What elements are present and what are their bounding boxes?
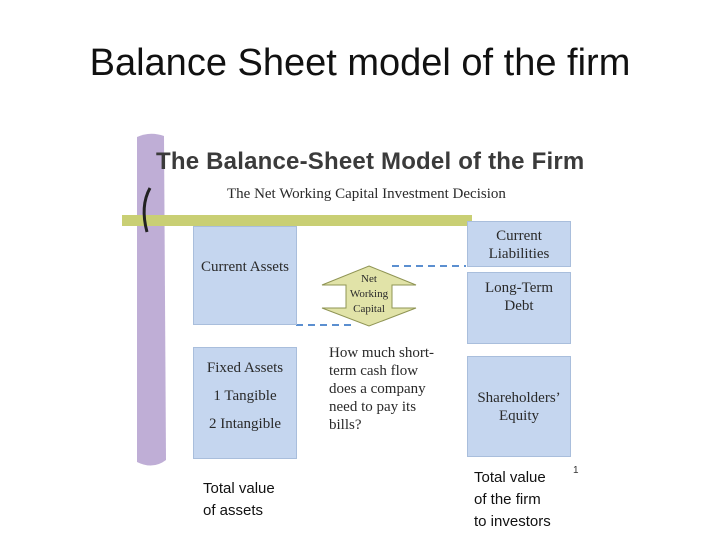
current-liabilities-box: Current Liabilities — [467, 221, 571, 267]
current-liabilities-line-2: Liabilities — [488, 246, 550, 262]
lavender-vertical-bar — [137, 133, 166, 466]
total-firm-line-3: to investors — [474, 513, 551, 530]
diagram-subtitle: The Net Working Capital Investment Decis… — [227, 186, 506, 202]
shareholders-equity-box: Shareholders’ Equity — [467, 356, 571, 457]
question-line-5: bills? — [329, 417, 362, 433]
cash-flow-question: How much short- term cash flow does a co… — [329, 344, 434, 434]
slide-title: Balance Sheet model of the firm — [89, 42, 631, 84]
total-assets-caption: Total value of assets — [203, 478, 275, 522]
bracket-mark — [142, 187, 152, 233]
arrow-label-line-3: Capital — [353, 303, 385, 315]
question-line-2: term cash flow — [329, 363, 419, 379]
long-term-debt-line-2: Debt — [504, 298, 534, 314]
diagram-title: The Balance-Sheet Model of the Firm — [156, 148, 585, 175]
total-firm-value-caption: Total value of the firm to investors — [474, 467, 551, 533]
total-assets-line-1: Total value — [203, 480, 275, 497]
page-number: 1 — [573, 465, 579, 476]
total-firm-line-1: Total value — [474, 469, 546, 486]
total-firm-line-2: of the firm — [474, 491, 541, 508]
question-line-1: How much short- — [329, 345, 434, 361]
fixed-assets-box: Fixed Assets 1 Tangible 2 Intangible — [193, 347, 297, 459]
net-working-capital-arrow — [321, 265, 417, 327]
question-line-4: need to pay its — [329, 399, 417, 415]
intangible-label: 2 Intangible — [208, 416, 282, 432]
current-assets-label: Current Assets — [201, 259, 289, 275]
current-liabilities-line-1: Current — [496, 228, 542, 244]
arrow-label-line-2: Working — [350, 288, 389, 300]
shareholders-equity-line-2: Equity — [499, 408, 539, 424]
current-assets-box: Current Assets — [193, 226, 297, 325]
tangible-label: 1 Tangible — [213, 388, 277, 404]
long-term-debt-line-1: Long-Term — [484, 280, 554, 296]
question-line-3: does a company — [329, 381, 426, 397]
fixed-assets-label: Fixed Assets — [206, 360, 284, 376]
olive-horizontal-bar — [122, 215, 472, 226]
arrow-label-line-1: Net — [361, 273, 377, 285]
total-assets-line-2: of assets — [203, 502, 264, 519]
long-term-debt-box: Long-Term Debt — [467, 272, 571, 344]
shareholders-equity-line-1: Shareholders’ — [477, 390, 561, 406]
